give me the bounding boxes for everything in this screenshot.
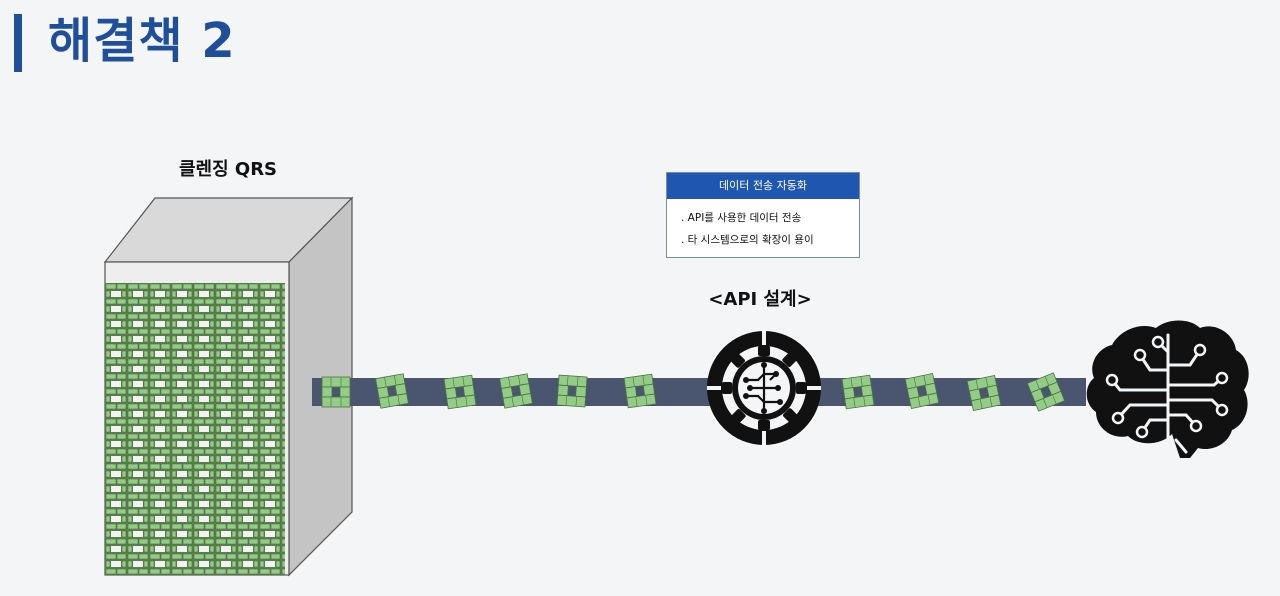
info-box: 데이터 전송 자동화 . API를 사용한 데이터 전송 . 타 시스템으로의 … [666,172,860,258]
title-accent-bar [14,14,22,72]
api-label: <API 설계> [708,289,812,310]
server-rack-icon [103,196,354,577]
api-gear-circuit-icon [707,331,821,445]
ai-brain-circuit-icon [1086,320,1249,458]
info-box-heading: 데이터 전송 자동화 [667,173,859,199]
info-box-item: . API를 사용한 데이터 전송 [681,212,802,224]
info-box-list: . API를 사용한 데이터 전송 . 타 시스템으로의 확장이 용이 [667,199,859,251]
info-box-item: . 타 시스템으로의 확장이 용이 [681,234,814,246]
page-title: 해결책 2 [48,13,236,69]
server-label: 클렌징 QRS [178,159,278,180]
